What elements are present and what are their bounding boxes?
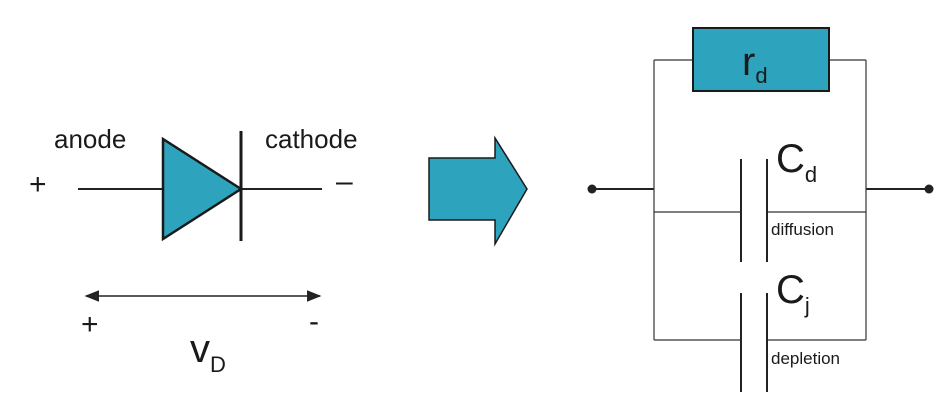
depletion-caption: depletion: [771, 349, 840, 368]
diode-symbol: [78, 131, 322, 242]
right-arrow-icon: [428, 135, 528, 247]
voltage-label: vD: [190, 327, 226, 377]
diode-plus-sign: +: [29, 168, 47, 201]
depletion-cap-label: Cj: [776, 268, 810, 318]
resistor-label: rd: [742, 40, 768, 88]
cathode-label: cathode: [265, 124, 358, 154]
voltage-minus-sign: -: [309, 305, 319, 338]
voltage-plus-sign: +: [81, 308, 99, 341]
diffusion-caption: diffusion: [771, 220, 834, 239]
anode-label: anode: [54, 124, 126, 154]
diode-triangle: [161, 136, 244, 242]
diode-minus-sign: –: [336, 165, 353, 198]
diffusion-cap-label: Cd: [776, 137, 817, 187]
resistor-rd: [692, 27, 830, 92]
equivalent-circuit: rd Cd diffusion Cj depletion: [587, 27, 934, 392]
